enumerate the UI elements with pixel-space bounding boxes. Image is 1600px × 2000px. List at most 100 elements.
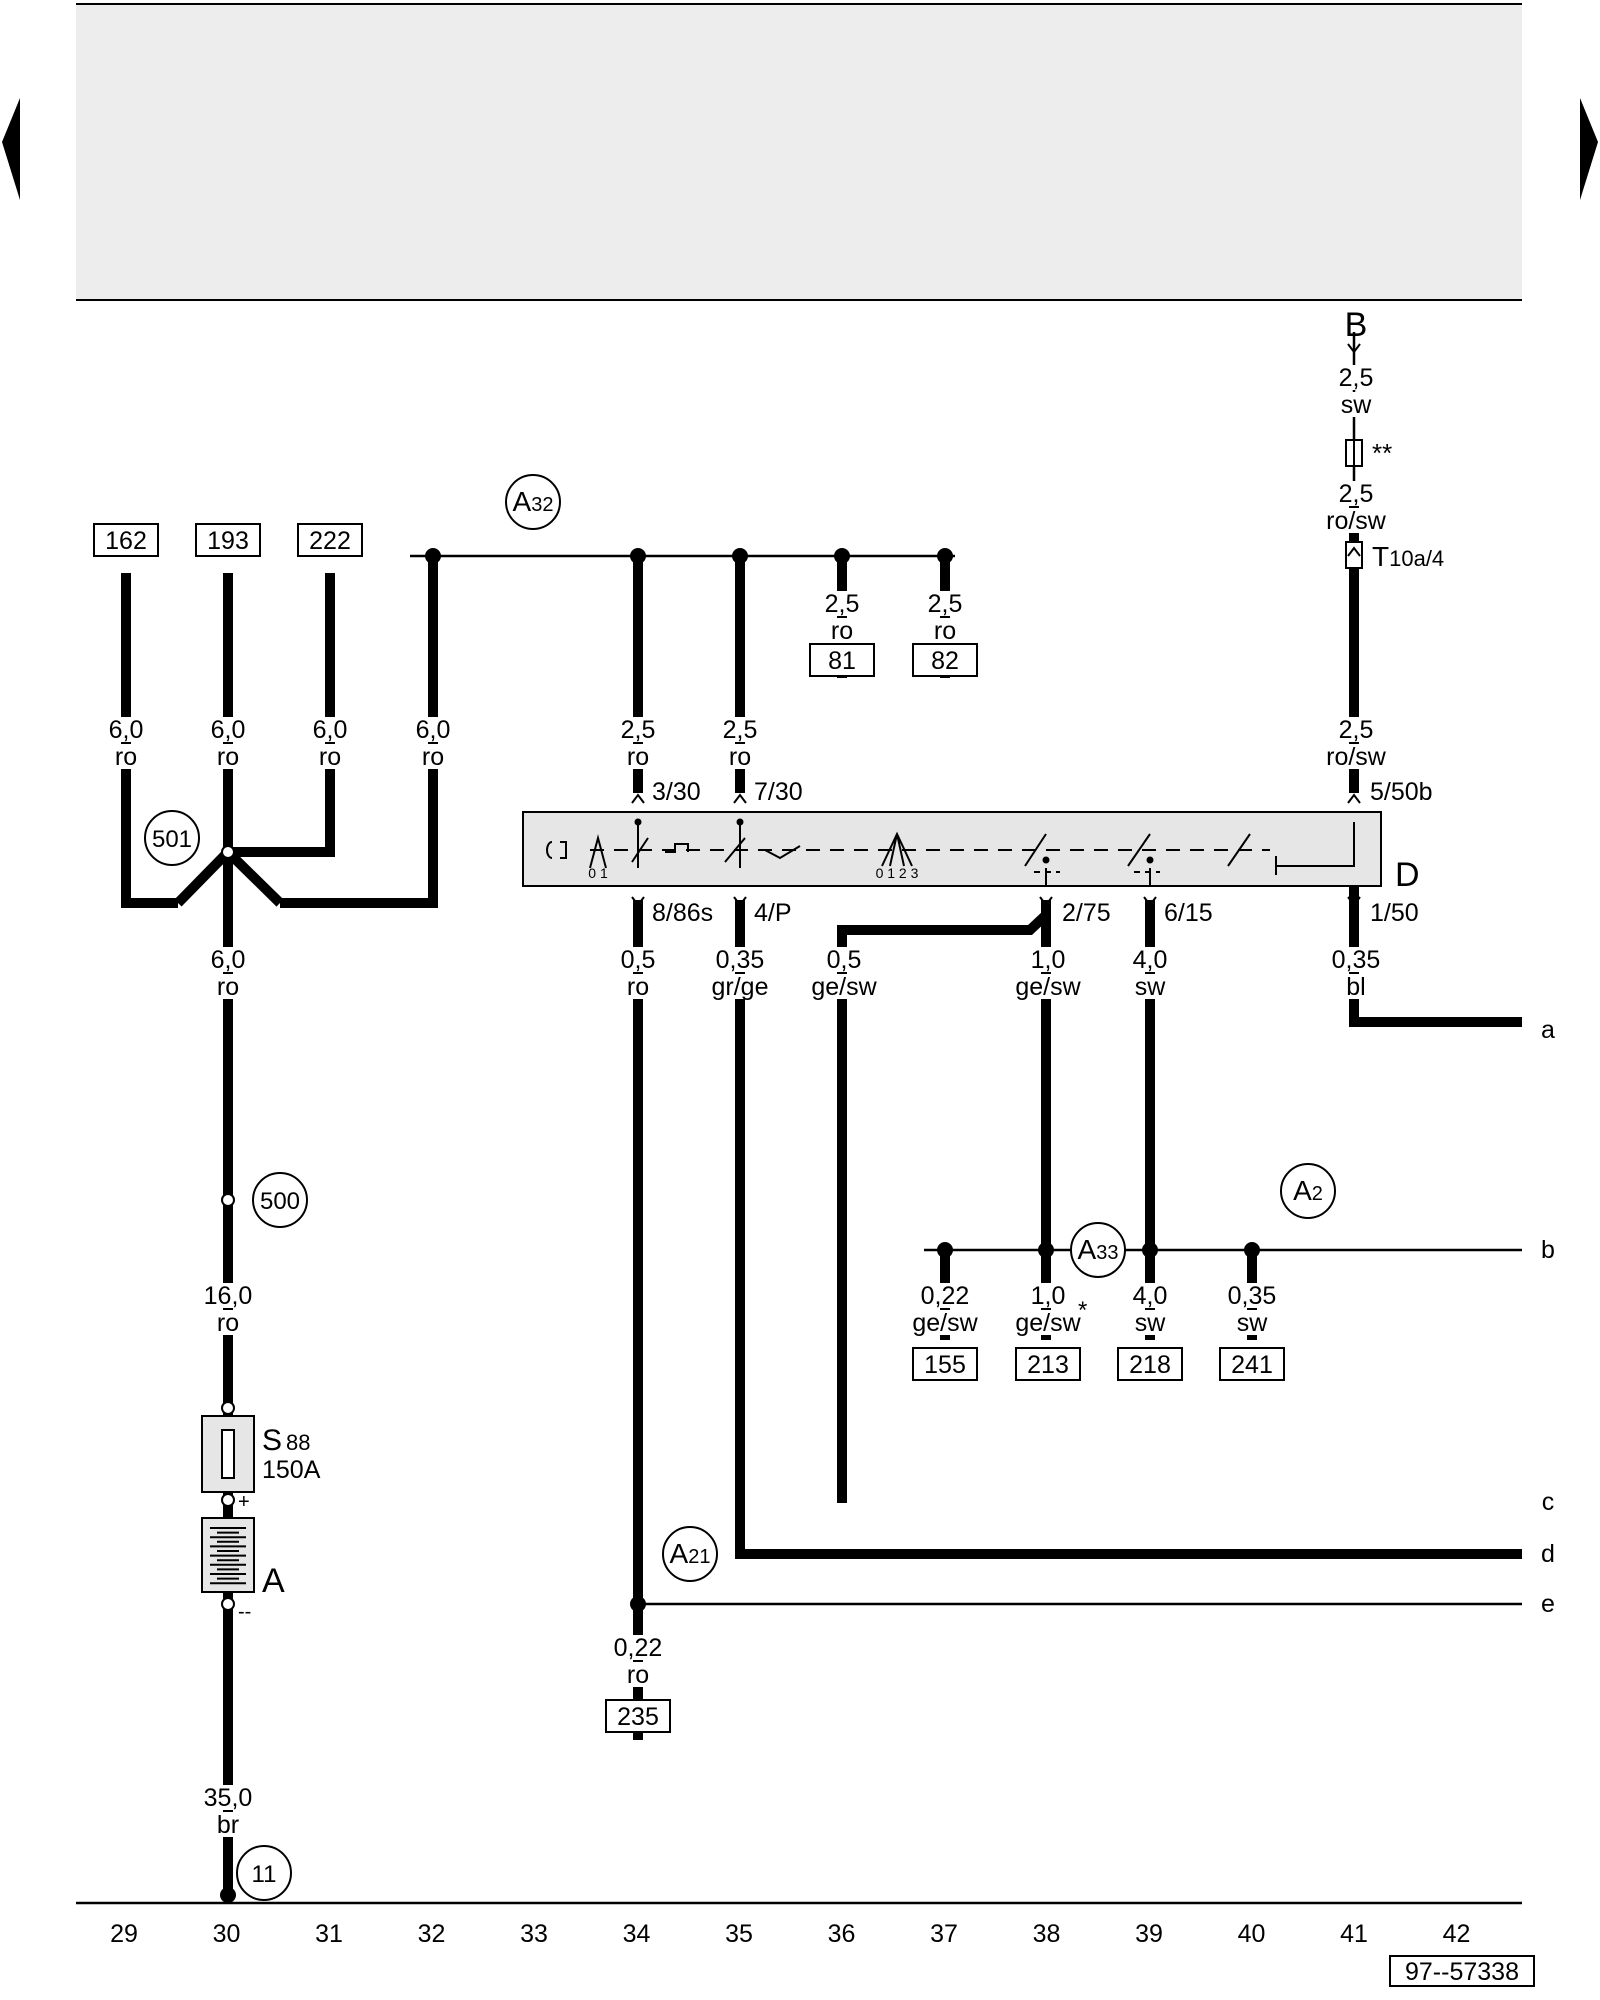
grid-number-40: 40 bbox=[1238, 1920, 1266, 1948]
wire-label-w730in: 2,5ro bbox=[718, 716, 762, 771]
node-n500: 500 bbox=[260, 1188, 300, 1215]
connector-81: 81 bbox=[828, 647, 856, 675]
node-a32: A32 bbox=[513, 486, 554, 517]
wire-label-w235-gauge: 0,22 bbox=[614, 1634, 663, 1662]
battery-a: + A -- bbox=[201, 1491, 285, 1623]
wire-label-wa32: 6,0ro bbox=[411, 716, 455, 771]
node-n500-circle bbox=[252, 1172, 308, 1228]
wire-label-wrosw1-gauge: 2,5 bbox=[1339, 480, 1374, 508]
wire-label-wgesw-colour: ge/sw bbox=[811, 973, 877, 1001]
edge-ref-a: a bbox=[1541, 1016, 1555, 1044]
wire-label-w162-colour: ro bbox=[115, 743, 137, 771]
node-a32-circle bbox=[505, 474, 561, 530]
wire-label-w86s-gauge: 0,5 bbox=[621, 946, 656, 974]
pin-8-86s: 8/86s bbox=[652, 899, 713, 927]
connector-82-box bbox=[912, 643, 978, 677]
wire-label-w15-gauge: 4,0 bbox=[1133, 946, 1168, 974]
grid-number-39: 39 bbox=[1135, 1920, 1163, 1948]
wire-label-wgnd-gauge: 35,0 bbox=[204, 1784, 253, 1812]
switch-pos-b: 0 1 2 3 bbox=[876, 865, 919, 881]
wire-label-w82-gauge: 2,5 bbox=[928, 590, 963, 618]
node-a33: A33 bbox=[1078, 1234, 1119, 1265]
wire-label-wrosw2: 2,5ro/sw bbox=[1326, 716, 1387, 771]
wire-label-wgesw-gauge: 0,5 bbox=[827, 946, 862, 974]
connector-222: 222 bbox=[309, 527, 351, 555]
terminal-b-group: B ** T10a/4 bbox=[1345, 306, 1445, 572]
wire-label-wa32-gauge: 6,0 bbox=[416, 716, 451, 744]
wire-label-wgesw: 0,5ge/sw bbox=[811, 946, 877, 1001]
connector-162: 162 bbox=[105, 527, 147, 555]
edge-ref-d: d bbox=[1541, 1540, 1555, 1568]
figure-id-box: 97--57338 bbox=[1389, 1955, 1535, 1987]
wire-label-w81: 2,5ro bbox=[820, 590, 864, 645]
switch-label: D bbox=[1395, 856, 1420, 894]
pin-3-30: 3/30 bbox=[652, 778, 701, 806]
wire-label-w241-gauge: 0,35 bbox=[1228, 1282, 1277, 1310]
ignition-switch-d: 0 1 0 1 2 3 D bbox=[522, 811, 1420, 894]
grid-number-41: 41 bbox=[1340, 1920, 1368, 1948]
grid-number-38: 38 bbox=[1033, 1920, 1061, 1948]
wire-labels: 6,0ro6,0ro6,0ro6,0ro2,5ro2,5ro2,5ro2,5ro… bbox=[104, 364, 1387, 1839]
node-n501-circle bbox=[144, 810, 200, 866]
wire-label-w30in-gauge: 2,5 bbox=[621, 716, 656, 744]
grid-number-35: 35 bbox=[725, 1920, 753, 1948]
connector-222-box bbox=[297, 523, 363, 557]
wire-label-w162-gauge: 6,0 bbox=[109, 716, 144, 744]
pin-labels: 3/30 7/30 5/50b 8/86s 4/P 2/75 6/15 1/50 bbox=[652, 778, 1433, 927]
wire-label-w15-colour: sw bbox=[1135, 973, 1167, 1001]
terminal-b-label: B bbox=[1345, 306, 1368, 344]
fuse-star-mark: ** bbox=[1372, 438, 1392, 468]
wire-label-w82-colour: ro bbox=[934, 617, 956, 645]
triangle-right-icon[interactable] bbox=[1580, 98, 1598, 200]
node-n11: 11 bbox=[252, 1861, 277, 1888]
connector-235: 235 bbox=[617, 1703, 659, 1731]
star-mark: * bbox=[1078, 1297, 1087, 1324]
wire-label-w30in: 2,5ro bbox=[616, 716, 660, 771]
pin-5-50b: 5/50b bbox=[1370, 778, 1433, 806]
wire-label-wB-colour: sw bbox=[1341, 391, 1373, 419]
connector-241-box bbox=[1219, 1347, 1285, 1381]
node-n11-circle bbox=[236, 1845, 292, 1901]
wire-label-w4p-gauge: 0,35 bbox=[716, 946, 765, 974]
junction-dots bbox=[220, 548, 1260, 1903]
edge-ref-c: c bbox=[1542, 1488, 1555, 1516]
triangle-left-icon[interactable] bbox=[2, 98, 20, 200]
connector-213: 213 bbox=[1027, 1351, 1069, 1379]
wire-label-w50-gauge: 0,35 bbox=[1332, 946, 1381, 974]
wire-label-wgnd-colour: br bbox=[217, 1811, 239, 1839]
battery-label: A bbox=[262, 1562, 285, 1600]
wire-label-w193-colour: ro bbox=[217, 743, 239, 771]
wire-label-w75: 1,0ge/sw bbox=[1015, 946, 1081, 1001]
pin-6-15: 6/15 bbox=[1164, 899, 1213, 927]
wire-label-w222: 6,0ro bbox=[308, 716, 352, 771]
grid-number-42: 42 bbox=[1443, 1920, 1471, 1948]
wire-label-w86s-colour: ro bbox=[627, 973, 649, 1001]
wire-label-wB-gauge: 2,5 bbox=[1339, 364, 1374, 392]
figure-id: 97--57338 bbox=[1405, 1958, 1519, 1986]
wire-label-w218: 4,0sw bbox=[1128, 1282, 1172, 1337]
connector-81-box bbox=[809, 643, 875, 677]
grid-number-31: 31 bbox=[315, 1920, 343, 1948]
wire-label-w218-colour: sw bbox=[1135, 1309, 1167, 1337]
grid-number-36: 36 bbox=[828, 1920, 856, 1948]
grid-number-37: 37 bbox=[930, 1920, 958, 1948]
wire-label-w162: 6,0ro bbox=[104, 716, 148, 771]
pin-arrow-marks bbox=[631, 793, 1361, 907]
node-a21: A21 bbox=[670, 1538, 711, 1569]
wire-label-w730in-colour: ro bbox=[729, 743, 751, 771]
wire-label-wrosw2-gauge: 2,5 bbox=[1339, 716, 1374, 744]
wire-label-w81-colour: ro bbox=[831, 617, 853, 645]
wire-label-wa32-colour: ro bbox=[422, 743, 444, 771]
connector-218-box bbox=[1117, 1347, 1183, 1381]
wire-label-w82: 2,5ro bbox=[923, 590, 967, 645]
wire-label-w218-gauge: 4,0 bbox=[1133, 1282, 1168, 1310]
wire-label-w213-gauge: 1,0 bbox=[1031, 1282, 1066, 1310]
edge-ref-e: e bbox=[1541, 1590, 1555, 1618]
thin-wires bbox=[76, 332, 1522, 1905]
grid-number-29: 29 bbox=[110, 1920, 138, 1948]
